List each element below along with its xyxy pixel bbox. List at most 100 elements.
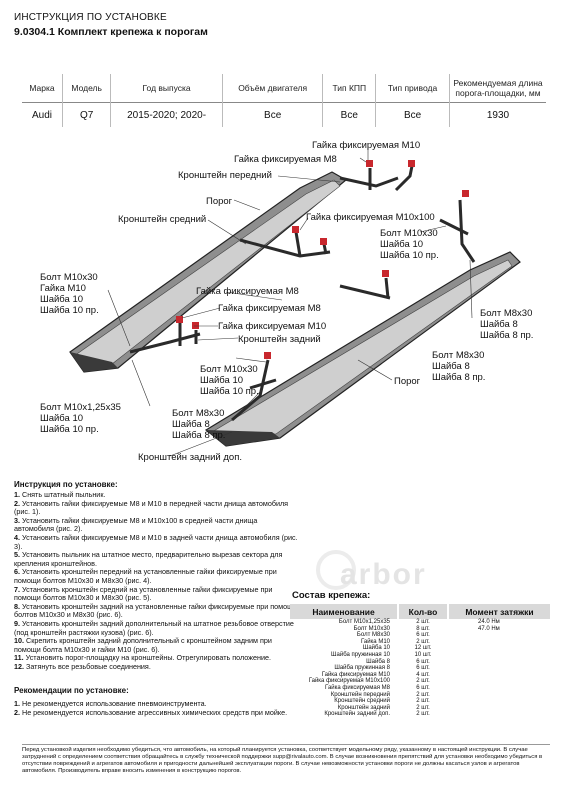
comp-cell-torque: 47.0 Нм <box>478 625 500 632</box>
spec-cell-model: Q7 <box>61 102 111 127</box>
instruction-step: 8. Установить кронштейн задний на устано… <box>14 601 298 620</box>
comp-cell-torque <box>448 645 551 652</box>
recommendation-item: 2. Не рекомендуется использование агресс… <box>14 707 288 717</box>
spec-header-model: Модель <box>61 74 111 103</box>
comp-cell-name: Шайба 10 <box>362 645 390 652</box>
sill-upper-illustration <box>69 171 348 373</box>
label-bracket-front: Кронштейн передний <box>178 170 272 181</box>
comp-cell-name: Шайба пружинная 8 <box>334 665 390 672</box>
label-nut-m10-mid: Гайка фиксируемая М10 <box>218 321 327 332</box>
comp-cell-name: Болт М10х30 <box>353 625 390 632</box>
comp-cell-torque <box>448 678 551 685</box>
comp-cell-qty: 10 шт. <box>414 651 432 658</box>
spec-cell-gearbox: Все <box>322 102 376 127</box>
recommendations-list: 1. Не рекомендуется использование пневмо… <box>14 699 299 717</box>
sill-lower-illustration <box>204 251 521 447</box>
label-bracket-rear: Кронштейн задний <box>238 334 321 345</box>
watermark-logo-icon <box>316 550 356 590</box>
comp-header-qty: Кол-во <box>398 604 449 619</box>
comp-cell-torque <box>448 685 551 692</box>
recommendation-item: 1. Не рекомендуется использование пневмо… <box>14 699 207 708</box>
label-nut-m8-mid1: Гайка фиксируемая М8 <box>196 286 299 297</box>
spec-cell-make: Audi <box>22 102 63 127</box>
comp-cell-torque <box>448 652 551 659</box>
instructions-title: Инструкция по установке: <box>14 480 118 489</box>
composition-row: Гайка М10 2 шт. <box>290 639 551 646</box>
spec-cell-year: 2015-2020; 2020- <box>110 102 223 127</box>
label-bolt-m10x30-right: Болт М10х30 Шайба 10 Шайба 10 пр. <box>380 228 439 261</box>
comp-cell-name: Кронштейн передний <box>330 691 390 698</box>
kit-title: 9.0304.1 Комплект крепежа к порогам <box>14 26 208 38</box>
comp-cell-name: Гайка фиксируемая М8 <box>325 684 390 691</box>
comp-cell-torque <box>448 705 551 712</box>
comp-header-name: Наименование <box>290 604 399 619</box>
spec-header-year: Год выпуска <box>110 74 223 103</box>
fixing-nuts-illustration <box>176 160 469 359</box>
comp-cell-qty: 6 шт. <box>416 658 430 665</box>
composition-row: Шайба пружинная 8 6 шт. <box>290 665 551 672</box>
comp-cell-torque: 24.0 Нм <box>478 619 500 625</box>
composition-row: Шайба пружинная 10 10 шт. <box>290 652 551 659</box>
comp-cell-qty: 2 шт. <box>416 691 430 698</box>
instruction-step: 11. Установить порог-площадку на кронште… <box>14 653 271 663</box>
comp-cell-torque <box>448 711 551 718</box>
instruction-step: 9. Установить кронштейн задний дополните… <box>14 618 294 637</box>
composition-row: Гайка фиксируемая М10 4 шт. <box>290 672 551 679</box>
comp-cell-name: Гайка фиксируемая М10 <box>321 671 390 678</box>
label-bolt-m10x125: Болт М10х1,25х35 Шайба 10 Шайба 10 пр. <box>40 402 121 435</box>
composition-row: Кронштейн задний доп.2 шт. <box>290 711 551 718</box>
comp-cell-qty: 6 шт. <box>416 684 430 691</box>
comp-cell-name: Гайка фиксируемая М10х100 <box>308 678 390 685</box>
comp-cell-name: Гайка М10 <box>360 638 390 645</box>
spec-header-make: Марка <box>29 83 55 93</box>
assembly-diagram <box>69 148 521 457</box>
footer-disclaimer: Перед установкой изделия необходимо убед… <box>22 744 550 775</box>
comp-cell-name: Болт М10х1,25х35 <box>338 619 390 625</box>
label-nut-m10-top: Гайка фиксируемая М10 <box>312 140 421 151</box>
label-sill-bottom: Порог <box>394 376 421 387</box>
comp-cell-name: Болт М8х30 <box>356 632 390 639</box>
document-title: ИНСТРУКЦИЯ ПО УСТАНОВКЕ <box>14 12 167 23</box>
leader-lines <box>107 148 473 457</box>
composition-title: Состав крепежа: <box>292 590 371 601</box>
composition-table: Наименование Кол-во Момент затяжки Болт … <box>290 604 552 718</box>
spec-header-drive: Тип привода <box>375 74 450 103</box>
spec-cell-length: 1930 <box>449 102 546 127</box>
watermark-text: arbor <box>340 558 427 591</box>
comp-cell-name: Шайба пружинная 10 <box>331 651 390 658</box>
comp-cell-qty: 2 шт. <box>416 638 430 645</box>
instruction-step: 4. Установить гайки фиксируемые М8 и М10… <box>14 532 298 551</box>
comp-cell-qty: 2 шт. <box>416 619 430 625</box>
spec-header-engine: Объём двигателя <box>221 74 323 103</box>
comp-cell-torque <box>448 698 551 705</box>
comp-cell-qty: 2 шт. <box>416 698 430 705</box>
composition-row: Болт М10х1,25х35 2 шт. 24.0 Нм <box>290 619 551 626</box>
instruction-step: 2. Установить гайки фиксируемые М8 и М10… <box>14 498 289 517</box>
label-nut-m8-top: Гайка фиксируемая М8 <box>234 154 337 165</box>
spec-header-length: Рекомендуемая длина порога-площадки, мм <box>449 74 546 103</box>
instructions-list: 1. Снять штатный пыльник. 2. Установить … <box>14 490 299 671</box>
comp-cell-torque <box>448 665 551 672</box>
recommendations-title: Рекомендации по установке: <box>14 686 129 695</box>
instruction-step: 3. Установить гайки фиксируемые М8 и М10… <box>14 515 258 534</box>
comp-cell-qty: 4 шт. <box>416 671 430 678</box>
label-bolt-m10x30-center: Болт М10х30 Шайба 10 Шайба 10 пр. <box>200 364 259 397</box>
composition-row: Кронштейн передний 2 шт. <box>290 692 551 699</box>
label-sill-top: Порог <box>206 196 233 207</box>
instruction-step: 7. Установить кронштейн средний на устан… <box>14 584 273 603</box>
label-bracket-middle: Кронштейн средний <box>118 214 207 225</box>
comp-cell-qty: 6 шт. <box>416 665 430 672</box>
spec-cell-engine: Все <box>221 102 323 127</box>
label-nut-m8-mid2: Гайка фиксируемая М8 <box>218 303 321 314</box>
label-bolt-left: Болт М10х30 Гайка М10 Шайба 10 Шайба 10 … <box>40 272 99 316</box>
comp-cell-name: Шайба 8 <box>366 658 390 665</box>
composition-row: Шайба 8 6 шт. <box>290 659 551 666</box>
spec-cell-drive: Все <box>375 102 450 127</box>
